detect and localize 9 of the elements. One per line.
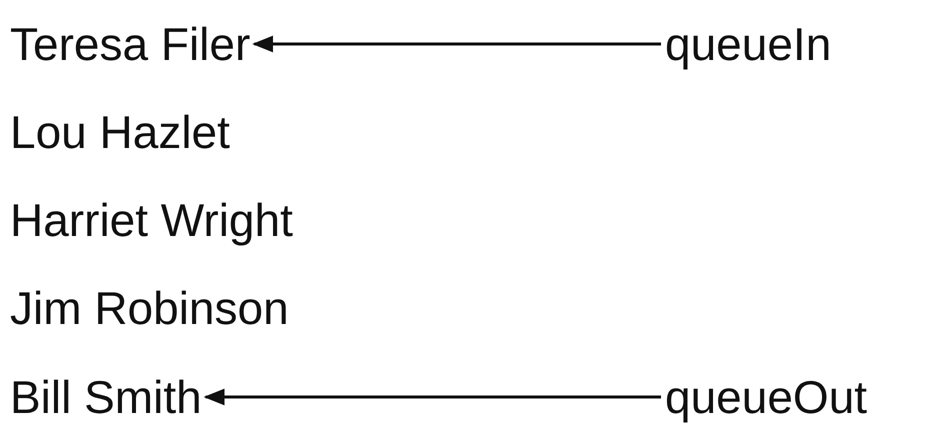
- text-label: Teresa Filer: [10, 17, 250, 71]
- text-label: Jim Robinson: [10, 281, 289, 335]
- text-label: queueOut: [665, 370, 868, 424]
- text-label: queueIn: [665, 17, 832, 71]
- arrow: [252, 36, 661, 52]
- text-label: Lou Hazlet: [10, 105, 230, 159]
- text-label: Harriet Wright: [10, 193, 293, 247]
- arrow: [204, 388, 661, 406]
- text-label: Bill Smith: [10, 370, 202, 424]
